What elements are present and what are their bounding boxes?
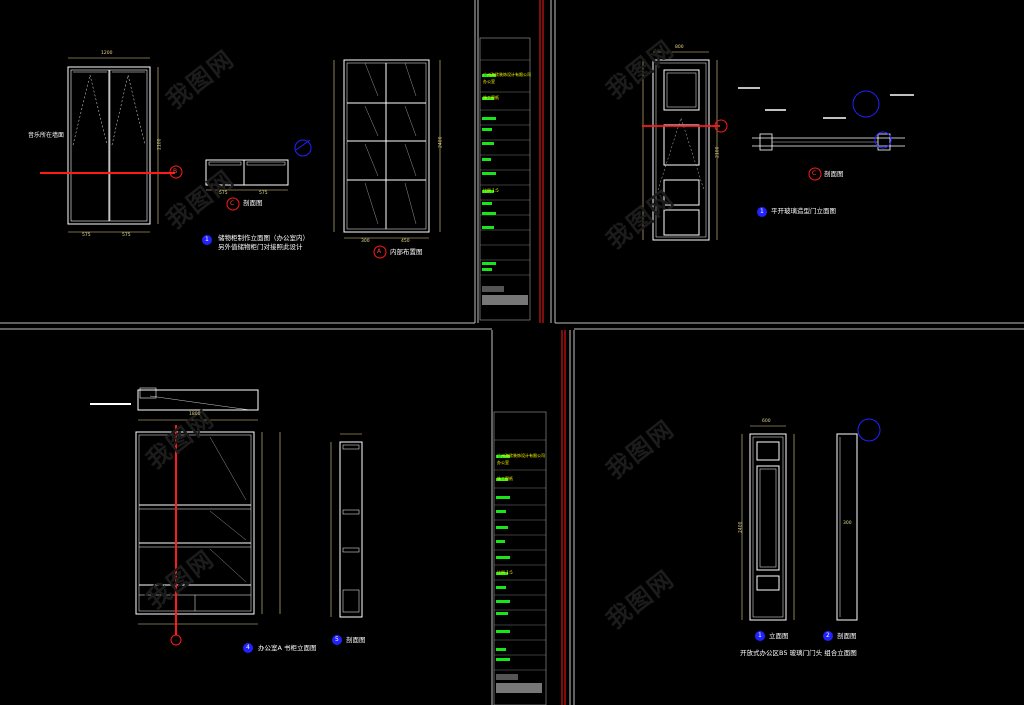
title-block-bottom-heading: 广州海欣装饰设计有限公司 [497,453,545,458]
title-marker-bookcase: 4 [246,644,250,651]
door-half-right-dim: 575 [122,233,131,238]
shelf-height-dim: 2400 [438,136,444,148]
double-door-elevation [67,66,151,225]
combined-caption: 开放式办公区B5 玻璃门门头 组合立面图 [740,649,857,657]
narrow-door-height-dim: 2400 [738,521,744,533]
panel-bottom-left [90,387,363,653]
shelf-left-dim: 300 [361,239,370,244]
narrow-door-side-dim: 300 [843,521,852,526]
door-width-dim: 1200 [101,51,113,56]
title-block-top-sub: 办公室 [483,79,495,84]
section-marker-c: C [230,200,235,207]
section-caption: 剖面图 [243,199,263,207]
narrow-door-width-dim: 600 [762,419,771,424]
front-marker: 1 [758,632,762,639]
narrow-door-elevation [749,433,787,621]
detail-caption: 内部布置图 [390,248,423,256]
drawing-title-line2: 另外值储物柜门对接照此设计 [218,243,303,251]
front-caption: 立面图 [769,632,789,640]
title-block-bottom-note: 比例 1:5 [497,570,513,575]
side-marker-bookcase: 5 [335,636,339,643]
panel-top-right [642,51,914,241]
panel-top-left [40,57,441,259]
bookcase-section [339,441,363,618]
title-block-top-heading: 广州海欣装饰设计有限公司 [483,72,531,77]
drawing-title-line1: 储物柜制作立面图（办公室内） [218,234,309,242]
drawing-title-bookcase: 办公室A 书柜立面图 [258,644,317,652]
title-marker-right: 1 [760,208,764,215]
plan-section [205,159,289,186]
title-block-top-note: 比例 1:5 [483,188,499,193]
title-block-bottom-tag: 施工图纸 [497,476,513,481]
door-half-left-dim: 575 [82,233,91,238]
plan-left-dim: 575 [219,191,228,196]
plan-right-dim: 575 [259,191,268,196]
title-marker: 1 [205,236,209,243]
title-block-bottom [493,411,547,705]
panel-bottom-right [741,418,881,641]
bookcase-width-dim: 1800 [189,412,201,417]
bookcase-plan [137,387,259,411]
side-wall-label: 音乐所在墙面 [28,132,65,139]
red-separators [539,0,566,705]
glass-door-plan [752,133,905,151]
door-height-dim: 2100 [157,138,163,150]
shelf-right-dim: 450 [401,239,410,244]
cut-marker-b: B [173,168,178,175]
narrow-door-section [836,433,858,621]
glass-door-height-dim: 2100 [715,146,721,158]
glass-door-elevation [652,59,710,241]
section-caption-right: 剖面图 [824,170,844,178]
drawing-title-right: 平开玻璃造型门立面图 [771,207,836,215]
glass-door-width-dim: 800 [675,45,684,50]
title-block-top [479,37,531,321]
side-marker: 2 [826,632,830,639]
side-caption-bookcase: 剖面图 [346,636,366,644]
title-block-top-tag: 施工图纸 [483,95,499,100]
title-block-bottom-sub: 办公室 [497,460,509,465]
shelf-unit-elevation [343,59,430,233]
side-caption: 剖面图 [837,632,857,640]
detail-marker-a: A [377,248,382,255]
bookcase-elevation [135,431,255,615]
section-marker-c-right: C [812,170,817,177]
